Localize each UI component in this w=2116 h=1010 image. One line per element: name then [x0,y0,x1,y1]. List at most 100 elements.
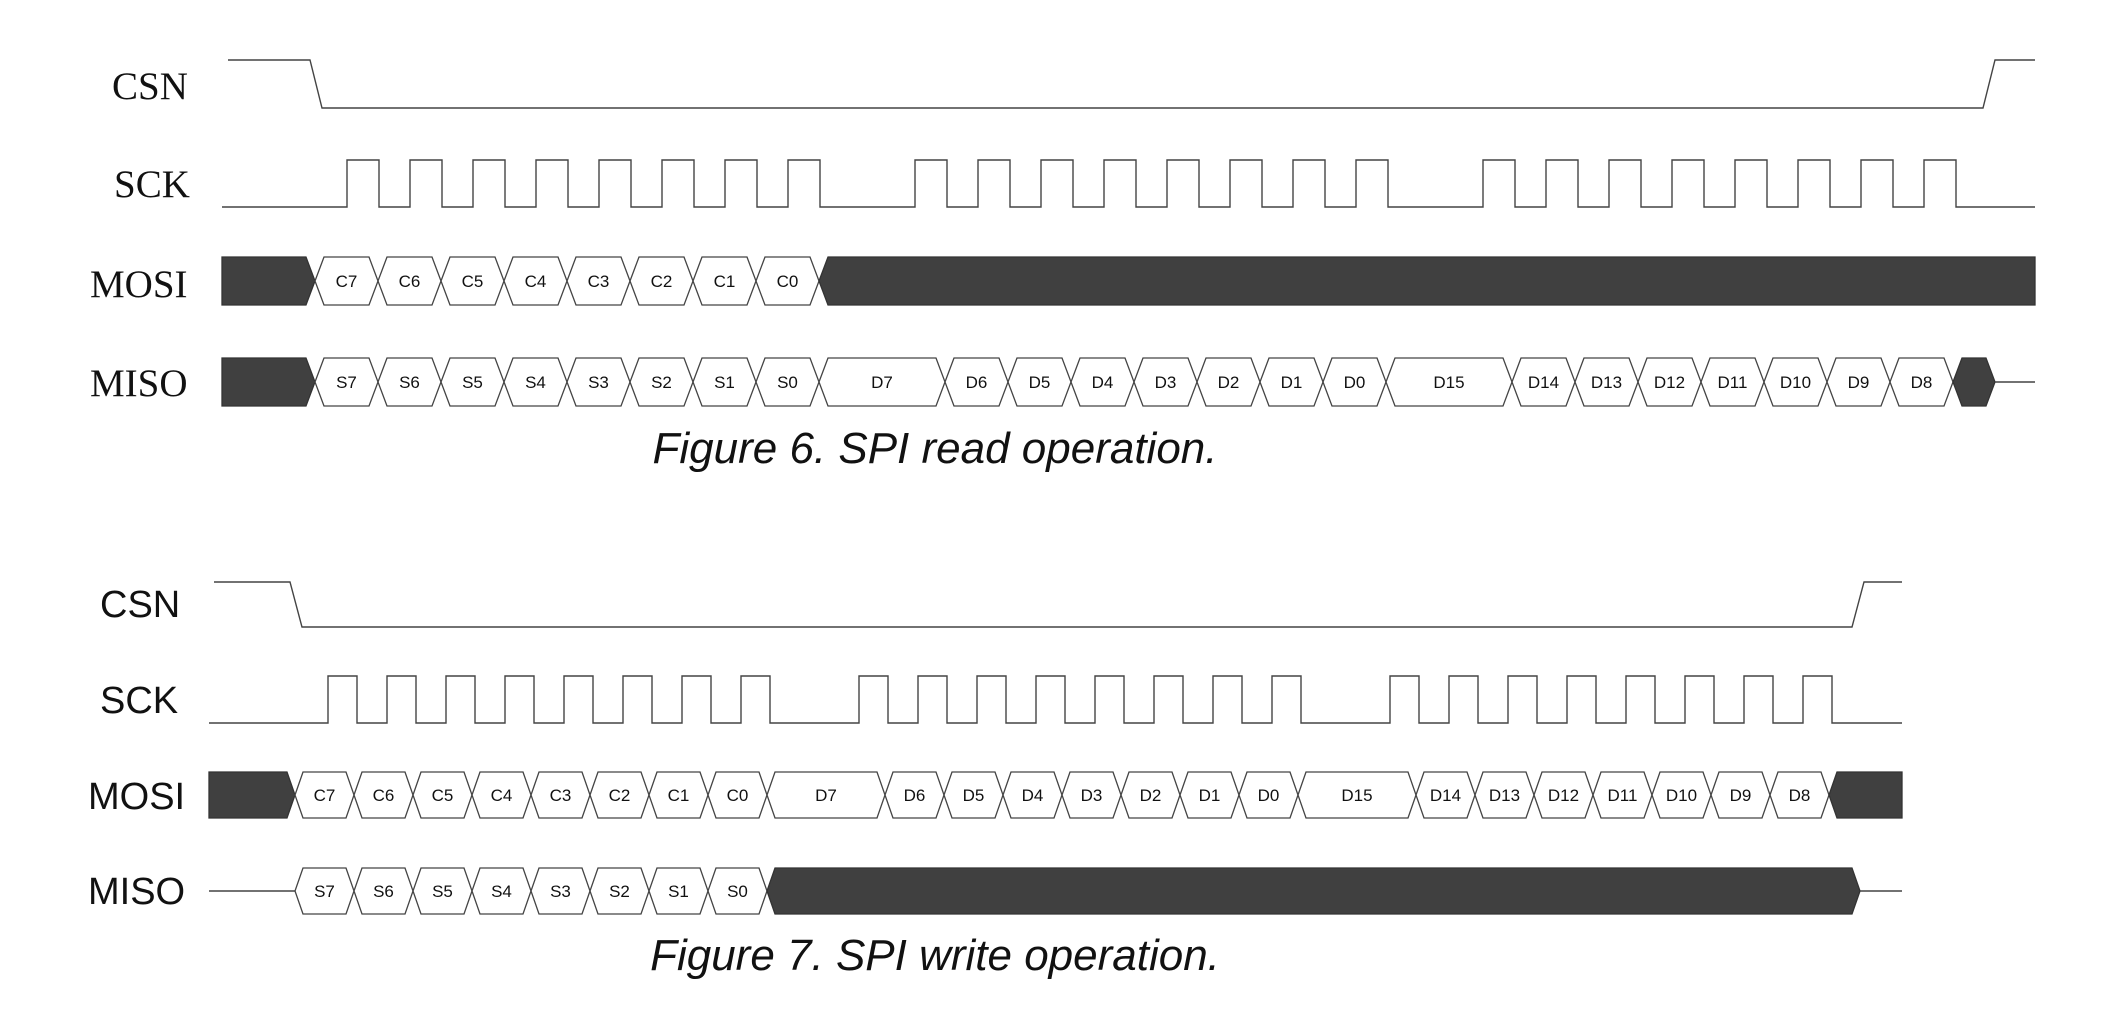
bus-field: D0 [1322,357,1387,407]
bus-field-label: S7 [314,882,335,901]
bus-field: C5 [412,771,473,819]
sck-label: SCK [114,163,190,206]
dont-care-segment [221,357,316,407]
bus-field: C3 [530,771,591,819]
bus-field-label: D2 [1218,373,1240,392]
mosi-label: MOSI [90,263,188,306]
bus-field-label: S1 [714,373,735,392]
bus-field-label: D3 [1081,786,1103,805]
bus-field: S5 [440,357,505,407]
bus-field-label: D1 [1199,786,1221,805]
bus-field: C4 [471,771,532,819]
bus-field-label: C2 [651,272,673,291]
bus-field: S2 [589,867,650,915]
bus-field-label: D15 [1341,786,1372,805]
bus-field: S3 [566,357,631,407]
bus-field: D13 [1474,771,1535,819]
dont-care-segment [1952,357,1996,407]
bus-field-label: C3 [588,272,610,291]
dont-care-segment [1828,771,1903,819]
bus-field: D8 [1769,771,1830,819]
bus-field-label: C1 [668,786,690,805]
bus-field: S6 [377,357,442,407]
bus-field-label: C4 [491,786,513,805]
bus-field-label: D10 [1780,373,1811,392]
csn-label: CSN [112,65,188,108]
bus-field-label: D14 [1430,786,1461,805]
bus-field: S0 [755,357,820,407]
bus-field: S5 [412,867,473,915]
bus-field-label: D1 [1281,373,1303,392]
csn-label: CSN [100,584,180,626]
bus-field-label: D7 [815,786,837,805]
bus-field-label: D3 [1155,373,1177,392]
bus-field: D11 [1592,771,1653,819]
bus-field-label: C3 [550,786,572,805]
bus-field: D1 [1179,771,1240,819]
bus-field-label: S5 [432,882,453,901]
bus-field-label: C5 [432,786,454,805]
bus-field: C7 [294,771,355,819]
bus-field-label: C5 [462,272,484,291]
bus-field-label: C7 [314,786,336,805]
bus-field-label: D11 [1608,786,1638,805]
bus-field-label: D6 [904,786,926,805]
sck-label: SCK [100,680,178,722]
bus-field: S7 [314,357,379,407]
bus-field: D14 [1511,357,1576,407]
bus-field-label: D12 [1654,373,1685,392]
bus-field: S1 [692,357,757,407]
bus-field-label: D0 [1258,786,1280,805]
bus-field: D4 [1070,357,1135,407]
bus-field-label: D14 [1528,373,1559,392]
bus-field-label: D13 [1591,373,1622,392]
dont-care-segment [818,256,2036,306]
bus-field: D15 [1297,771,1417,819]
miso-label: MISO [88,871,185,913]
mosi-label: MOSI [88,776,185,818]
bus-field: S0 [707,867,768,915]
bus-field: D9 [1826,357,1891,407]
bus-field-label: S1 [668,882,689,901]
bus-field: D3 [1133,357,1198,407]
bus-field: D0 [1238,771,1299,819]
bus-field: C2 [629,256,694,306]
bus-field: D10 [1651,771,1712,819]
sck-waveform [209,675,1902,724]
bus-field: D1 [1259,357,1324,407]
bus-field-label: S0 [777,373,798,392]
bus-field-label: D6 [966,373,988,392]
bus-field-label: D11 [1718,373,1748,392]
bus-field-label: D12 [1548,786,1579,805]
bus-field: S1 [648,867,709,915]
bus-field-label: C0 [727,786,749,805]
dont-care-segment [766,867,1861,915]
dont-care-segment [221,256,316,306]
bus-field: D2 [1196,357,1261,407]
bus-field-label: C1 [714,272,736,291]
bus-field-label: C4 [525,272,547,291]
bus-field: D4 [1002,771,1063,819]
bus-field-label: D15 [1433,373,1464,392]
figure-caption: Figure 6. SPI read operation. [653,424,1218,473]
bus-field-label: S6 [399,373,420,392]
bus-field-label: D9 [1848,373,1870,392]
bus-field: C7 [314,256,379,306]
bus-field-label: S6 [373,882,394,901]
bus-field: D9 [1710,771,1771,819]
bus-field: D10 [1763,357,1828,407]
csn-waveform [228,59,2035,109]
bus-field-label: D5 [963,786,985,805]
bus-field-label: D4 [1092,373,1114,392]
figure-caption: Figure 7. SPI write operation. [650,931,1220,980]
bus-field-label: D4 [1022,786,1044,805]
bus-field: D7 [818,357,946,407]
bus-field-label: D8 [1911,373,1933,392]
bus-field: C6 [377,256,442,306]
csn-waveform [214,581,1902,628]
bus-field: S4 [503,357,568,407]
